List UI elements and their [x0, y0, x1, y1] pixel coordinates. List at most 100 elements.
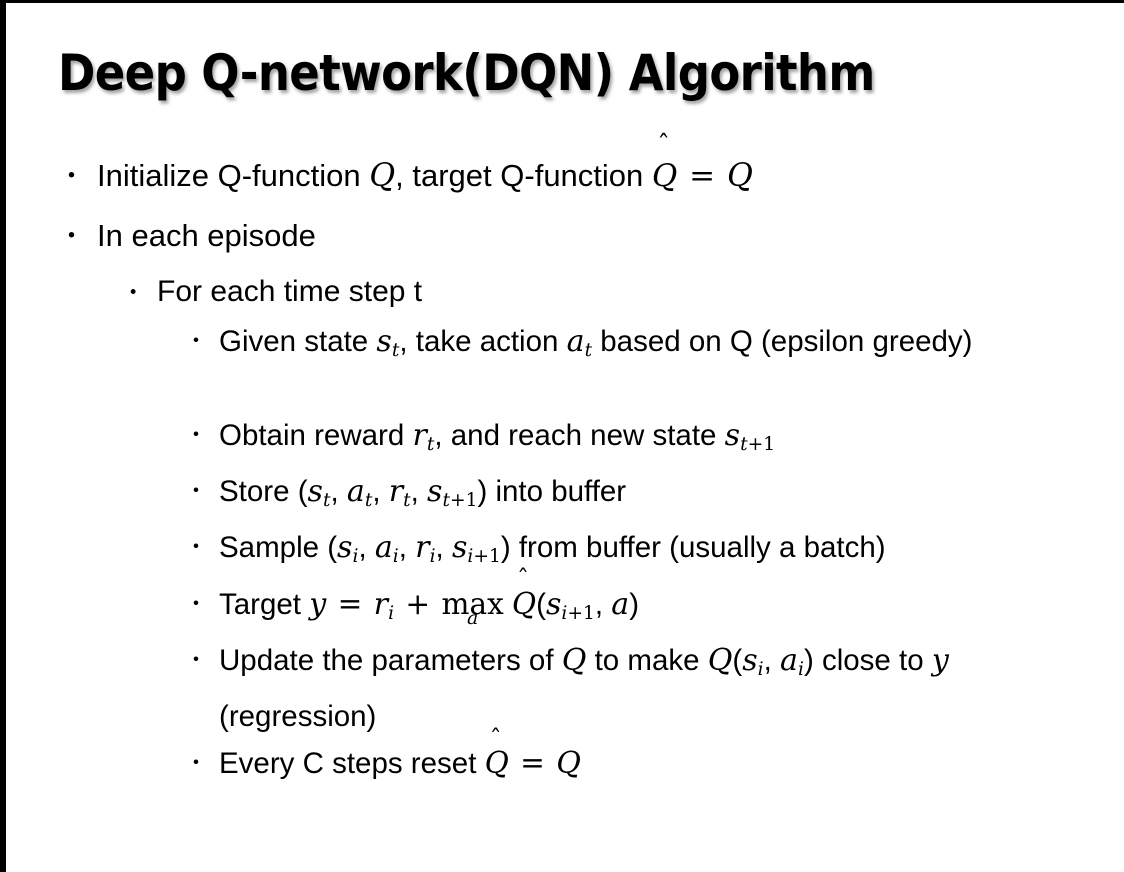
list-item-text: Given state st, take action at based on …	[219, 318, 1094, 374]
text-run: Store (	[219, 475, 308, 509]
text-run: ) close to	[803, 643, 932, 677]
text-run: ,	[398, 531, 416, 565]
bullet-icon: •	[193, 649, 199, 669]
text-run: ,	[410, 475, 428, 509]
text-run: (	[536, 587, 546, 621]
math-subscripted-variable: st	[376, 324, 400, 362]
page-title: Deep Q-network(DQN) Algorithm	[58, 44, 875, 102]
text-run: ,	[435, 531, 452, 565]
text-run: Sample (	[219, 531, 338, 565]
circumflex-accent-icon: ˆ	[489, 724, 502, 753]
slide-top-border	[0, 0, 1124, 3]
math-subscripted-variable: rt	[388, 474, 411, 512]
text-run: Given state	[219, 325, 377, 358]
math-subscripted-variable: st	[307, 474, 331, 512]
text-run: ,	[594, 587, 612, 621]
math-subscripted-variable: si	[337, 530, 359, 568]
math-operator-name: max	[441, 586, 504, 621]
math-operator-limit: a	[466, 606, 479, 629]
text-run: to make	[586, 643, 708, 677]
text-run: Update the parameters of	[219, 643, 562, 677]
list-item-text: Obtain reward rt, and reach new state st…	[219, 412, 1094, 468]
list-item-text: Update the parameters of Q to make Q(si,…	[219, 637, 1094, 740]
list-item: • Sample (si, ai, ri, si+1) from buffer (…	[0, 524, 1124, 580]
circumflex-accent-icon: ˆ	[517, 565, 530, 594]
list-item: • For each time step t	[0, 266, 1124, 318]
bullet-icon: •	[193, 537, 199, 557]
math-subscripted-variable: ai	[374, 530, 399, 568]
spacer	[504, 588, 512, 621]
text-run: ,	[330, 475, 347, 509]
list-item: • Update the parameters of Q to make Q(si…	[0, 637, 1124, 740]
math-subscripted-variable: at	[566, 324, 593, 362]
text-run: , target Q-function	[395, 158, 652, 193]
math-operator: +	[396, 586, 440, 621]
math-variable: Q	[369, 158, 396, 194]
math-variable: Q	[561, 642, 587, 678]
list-item: • In each episode	[0, 206, 1124, 266]
text-run: (regression)	[219, 700, 377, 734]
bullet-icon: •	[193, 424, 199, 444]
list-item-text: In each episode	[97, 206, 1084, 266]
text-run: Target	[219, 587, 310, 621]
math-subscripted-variable: st+1	[427, 474, 478, 512]
math-variable: y	[931, 642, 949, 678]
text-run: ,	[372, 475, 389, 509]
math-operator: =	[679, 158, 725, 194]
math-subscripted-variable: ri	[373, 586, 395, 624]
math-operator: =	[510, 746, 555, 781]
text-run: For each time step t	[157, 275, 423, 308]
circumflex-accent-icon: ˆ	[657, 128, 670, 159]
math-subscripted-variable: si+1	[451, 530, 501, 568]
math-subscripted-variable: si+1	[545, 586, 595, 624]
bullet-icon: •	[68, 224, 76, 247]
list-item: • Obtain reward rt, and reach new state s…	[0, 412, 1124, 468]
math-subscripted-variable: ri	[415, 530, 436, 568]
math-subscripted-variable: rt	[412, 418, 435, 456]
math-subscripted-variable: st+1	[724, 418, 776, 456]
math-subscripted-variable: at	[346, 474, 373, 512]
bullet-icon: •	[193, 752, 199, 772]
text-run: , and reach new state	[434, 419, 725, 452]
math-operator: =	[328, 586, 372, 621]
text-run: ) from buffer (usually a batch)	[500, 531, 886, 565]
text-run: Obtain reward	[219, 419, 413, 452]
bullet-icon: •	[130, 281, 137, 302]
text-run: Initialize Q-function	[97, 158, 370, 193]
text-run: ) into buffer	[477, 475, 627, 509]
math-variable: Q	[727, 158, 753, 194]
list-item-text: For each time step t	[157, 266, 1084, 318]
text-run: In each episode	[97, 218, 316, 253]
text-run: Every C steps reset	[219, 747, 485, 781]
slide-left-border	[0, 0, 6, 872]
bullet-icon: •	[193, 480, 199, 500]
list-item: •Initialize Q-function Q, target Q-funct…	[0, 128, 1124, 206]
bullet-icon: •	[193, 330, 199, 350]
text-run: based on Q (epsilon greedy)	[592, 325, 973, 358]
math-variable: Q	[556, 746, 581, 782]
list-item-text: Store (st, at, rt, st+1) into buffer	[219, 468, 1094, 524]
math-subscripted-variable: si	[742, 642, 764, 681]
text-run: , take action	[399, 325, 567, 358]
list-item-text: Sample (si, ai, ri, si+1) from buffer (u…	[219, 524, 1094, 580]
text-run: )	[629, 587, 640, 621]
bullet-list: •Initialize Q-function Q, target Q-funct…	[0, 128, 1124, 787]
list-item: • Given state st, take action at based on…	[0, 318, 1124, 412]
math-subscripted-variable: ai	[780, 642, 804, 681]
math-variable: Q	[707, 642, 733, 678]
list-item: • Store (st, at, rt, st+1) into buffer	[0, 468, 1124, 524]
math-variable: a	[611, 586, 630, 622]
list-item-text: Initialize Q-function Q, target Q-functi…	[97, 128, 1084, 206]
bullet-icon: •	[193, 593, 199, 613]
bullet-icon: •	[68, 164, 76, 187]
